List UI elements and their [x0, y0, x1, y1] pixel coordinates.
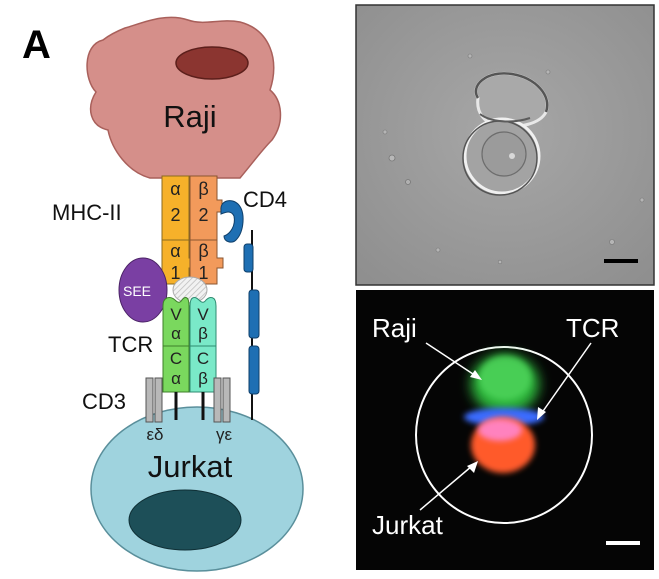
tcr-vbeta-letter: V [197, 305, 209, 324]
mhc-alpha1-num: 1 [170, 263, 180, 283]
cd3-gamma-epsilon-a [213, 377, 222, 423]
tcr-valpha-letter: V [170, 305, 182, 324]
mhc-alpha1-greek: α [170, 241, 180, 261]
mhc-alpha2-domain [161, 175, 190, 241]
panel-a-letter: A [22, 23, 51, 67]
tcr-calpha-greek: α [171, 369, 181, 388]
cd4-d1-domain [220, 200, 244, 243]
cd3-gamma-epsilon-b [222, 377, 231, 423]
tcr-vbeta-greek: β [198, 324, 208, 343]
cd3-epsilon-delta-label: εδ [146, 425, 163, 444]
mhc-beta1-num: 1 [198, 263, 208, 283]
tcr-calpha-domain [162, 345, 190, 393]
cd4-d4-domain [248, 345, 260, 395]
mhc-alpha2-num: 2 [170, 205, 180, 225]
jurkat-label: Jurkat [148, 449, 233, 484]
tcr-valpha-greek: α [171, 324, 181, 343]
mhc-label: MHC-II [52, 200, 122, 225]
see-label: SEE [123, 283, 151, 299]
tcr-cbeta-letter: C [197, 349, 209, 368]
cd3-gamma-epsilon-label: γε [216, 425, 233, 444]
mhc-alpha2-greek: α [170, 179, 180, 199]
mhc-beta1-greek: β [198, 241, 208, 261]
tcr-cbeta-domain [189, 345, 217, 393]
cd3-epsilon-delta-a [145, 377, 154, 423]
fluor-scale-bar [606, 541, 640, 545]
raji-arrow [425, 342, 482, 380]
brightfield-image [355, 4, 655, 286]
tcr-valpha-domain [162, 297, 190, 347]
see-superantigen [118, 257, 168, 323]
fluor-raji-label: Raji [372, 313, 417, 343]
cd4-d3-domain [248, 289, 260, 339]
peptide-binding-site [172, 276, 208, 304]
mhc-beta2-num: 2 [198, 205, 208, 225]
fluorescence-image: Raji TCR Jurkat [356, 290, 654, 570]
tcr-vbeta-domain [189, 297, 217, 347]
cd3-label: CD3 [82, 389, 126, 414]
cd4-label: CD4 [243, 187, 287, 212]
raji-cell [86, 16, 282, 179]
cd3-epsilon-delta-b [154, 377, 163, 423]
raji-nucleus [175, 46, 249, 80]
mhc-beta2-greek: β [198, 179, 208, 199]
tcr-label: TCR [108, 332, 153, 357]
fluor-tcr-label: TCR [566, 313, 619, 343]
raji-label: Raji [163, 99, 216, 134]
jurkat-nucleus [128, 489, 242, 551]
tcr-arrow [537, 342, 592, 420]
tcr-calpha-letter: C [170, 349, 182, 368]
cd4-d2-domain [243, 243, 254, 273]
fluor-jurkat-label: Jurkat [372, 510, 444, 540]
tcr-cbeta-greek: β [198, 369, 208, 388]
jurkat-arrow [419, 461, 478, 511]
